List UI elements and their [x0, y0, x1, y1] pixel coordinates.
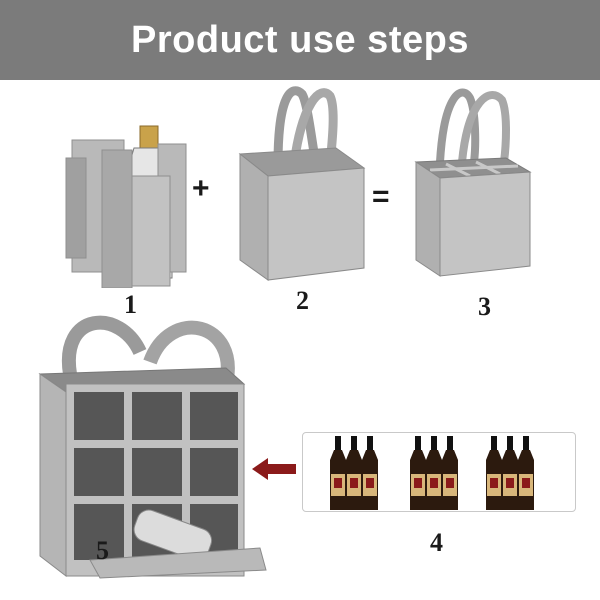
wine-bottles-icon: [330, 436, 534, 510]
step-number-2: 2: [296, 286, 309, 315]
left-arrow-icon: [252, 458, 296, 480]
step-number-5: 5: [96, 536, 109, 565]
empty-felt-bag-icon: [238, 86, 366, 281]
step-number-3: 3: [478, 292, 491, 321]
filled-bag-icon: [38, 315, 267, 579]
equals-sign: =: [372, 180, 390, 213]
plus-sign: +: [192, 172, 210, 205]
bottle-dividers-icon: [65, 125, 187, 288]
assembled-bag-icon: [414, 88, 532, 277]
page-title: Product use steps: [131, 18, 469, 61]
title-banner: Product use steps: [0, 0, 600, 80]
step-number-1: 1: [124, 290, 137, 319]
step-number-4: 4: [430, 528, 443, 557]
